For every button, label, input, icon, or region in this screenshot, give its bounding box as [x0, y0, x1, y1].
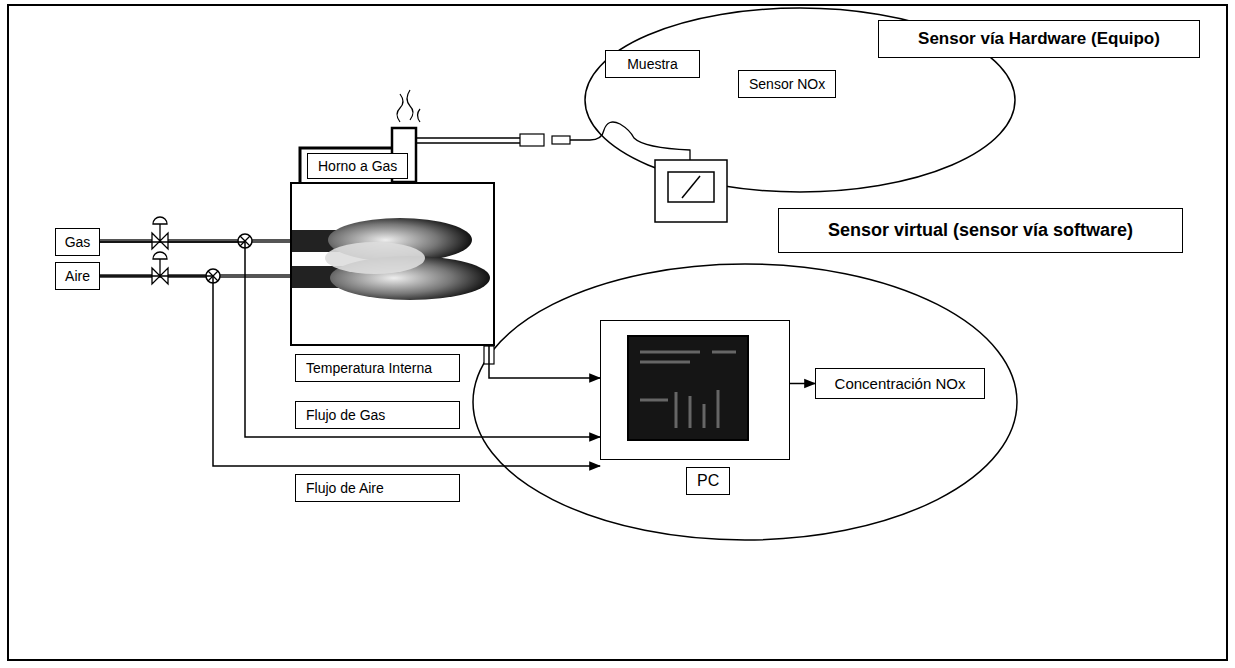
- sensor-cable: [570, 122, 690, 160]
- software-region: [473, 264, 1017, 540]
- label-box: Sensor vía Hardware (Equipo): [878, 20, 1200, 58]
- analyser-needle: [682, 176, 700, 198]
- signal-arrow: [100, 276, 600, 466]
- sample-probe: [416, 138, 520, 143]
- box-text: Sensor virtual (sensor vía software): [828, 220, 1133, 241]
- equipment-box: PC: [600, 320, 790, 460]
- box-text: Concentración NOx: [835, 375, 966, 392]
- analyser-display: [668, 172, 714, 202]
- signal-label: Flujo de Gas: [295, 401, 460, 429]
- label-box: Aire: [55, 262, 100, 290]
- flame-core: [325, 242, 425, 274]
- box-text: Sensor vía Hardware (Equipo): [918, 29, 1160, 49]
- box-text: Sensor NOx: [749, 76, 825, 92]
- gas-valve: [152, 217, 168, 249]
- label-box: Sensor virtual (sensor vía software): [778, 208, 1183, 253]
- screen-content: [640, 352, 736, 428]
- box-text: Aire: [65, 268, 90, 284]
- box-text: Muestra: [627, 56, 678, 72]
- box-text: Gas: [65, 234, 91, 250]
- nox-analyser: [655, 160, 727, 222]
- probe-filter: [520, 134, 544, 146]
- label-box: Gas: [55, 228, 100, 256]
- heading-label: Horno a Gas: [307, 153, 408, 179]
- frame: [8, 5, 1227, 660]
- signal-arrow: [489, 346, 600, 378]
- air-valve: [152, 252, 168, 284]
- smoke: [397, 90, 420, 122]
- label-box: Concentración NOx: [815, 368, 985, 399]
- signal-label: Temperatura Interna: [295, 354, 460, 382]
- pc-screen: [628, 336, 748, 440]
- equipment-box: Horno a Gas: [290, 182, 495, 346]
- signal-arrow: [790, 383, 815, 385]
- label-box: Muestra: [605, 50, 700, 78]
- signal-arrow: [100, 242, 600, 437]
- heading-label: PC: [686, 467, 730, 495]
- probe-fitting: [552, 136, 570, 144]
- label-box: Sensor NOx: [738, 70, 836, 98]
- signal-label: Flujo de Aire: [295, 474, 460, 502]
